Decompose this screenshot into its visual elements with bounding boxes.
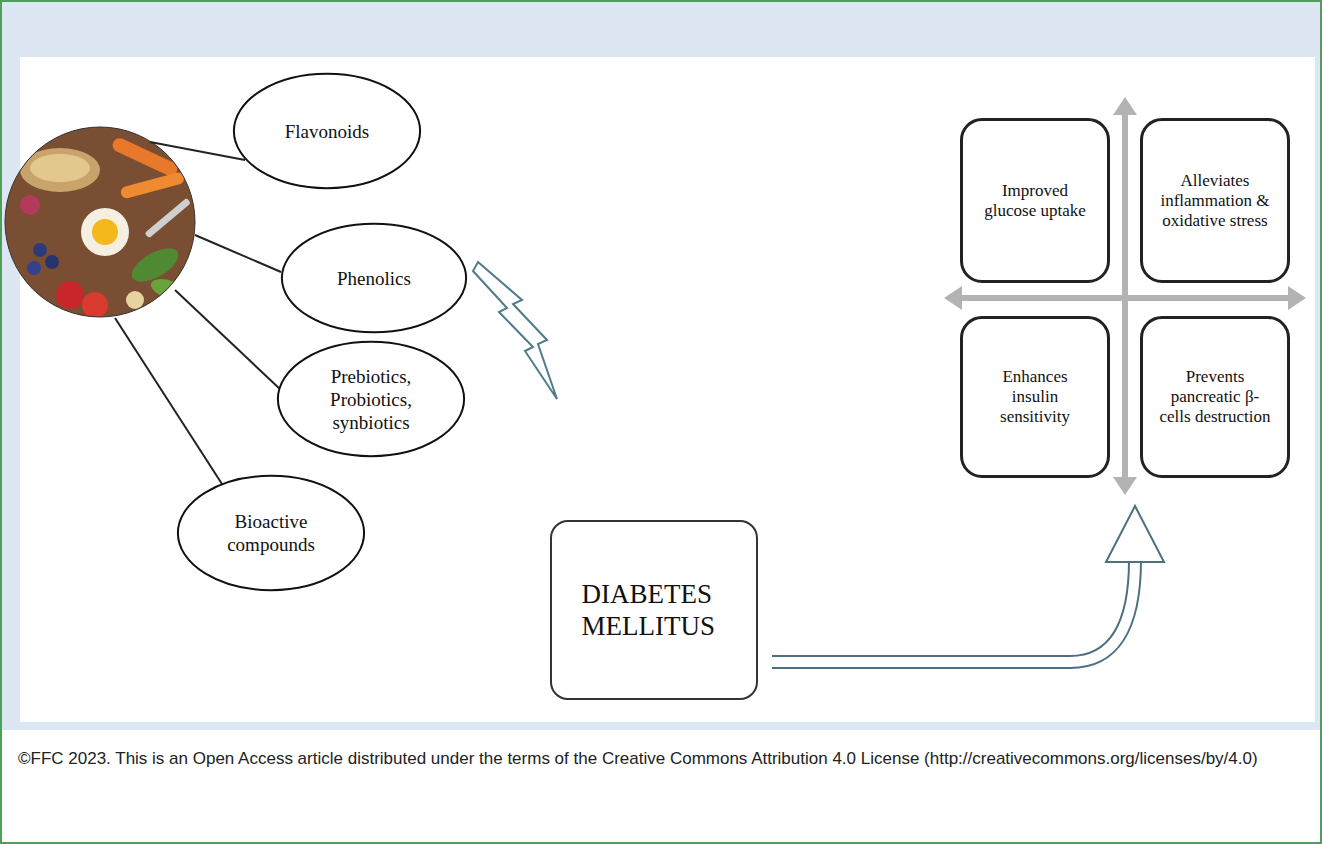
curved-arrow-body-inner <box>772 560 1135 662</box>
category-ellipse: Flavonoids <box>232 72 422 190</box>
tomato <box>56 281 84 309</box>
figure-area <box>20 57 1315 722</box>
curved-arrow-body <box>772 560 1135 662</box>
category-label: Flavonoids <box>285 120 369 143</box>
nut <box>126 291 144 309</box>
ellipse-shape <box>278 342 464 456</box>
beet <box>20 195 40 215</box>
ellipse-shape <box>282 224 466 333</box>
food-photo <box>0 120 200 330</box>
lightning-arrow-shape <box>473 262 557 399</box>
curved-arrow <box>772 506 1164 662</box>
ellipse-shape <box>234 74 420 188</box>
blueberry <box>27 261 41 275</box>
effect-box: Improved glucose uptake <box>960 118 1110 283</box>
axis-arrowhead <box>1113 477 1137 495</box>
quadrant-axes <box>944 97 1306 495</box>
effect-label: Alleviates inflammation & oxidative stre… <box>1159 171 1271 231</box>
leader-lines <box>115 142 281 484</box>
panel-background <box>0 0 1322 730</box>
photo-outline <box>5 127 195 317</box>
axis-arrowhead <box>1113 97 1137 115</box>
axis-arrowhead <box>1288 286 1306 310</box>
effect-box: Alleviates inflammation & oxidative stre… <box>1140 118 1290 283</box>
ellipse-outline <box>176 474 366 592</box>
grains <box>30 154 90 182</box>
curved-arrow-head <box>1106 506 1164 562</box>
effect-label: Enhances insulin sensitivity <box>979 367 1091 427</box>
effect-box: Prevents pancreatic β-cells destruction <box>1140 316 1290 478</box>
effect-box: Enhances insulin sensitivity <box>960 316 1110 478</box>
blueberry <box>33 243 47 257</box>
grain-bowl <box>20 148 100 192</box>
license-caption: ©FFC 2023. This is an Open Access articl… <box>18 742 1308 776</box>
leader-line <box>175 290 281 390</box>
category-ellipse: Phenolics <box>280 222 468 334</box>
blueberry <box>45 255 59 269</box>
leader-line <box>115 318 222 484</box>
category-label: Bioactive compounds <box>211 510 331 556</box>
egg-white <box>81 208 129 256</box>
category-label: Prebiotics, Probiotics, synbiotics <box>311 365 431 434</box>
photo-ground <box>0 120 200 330</box>
effect-label: Improved glucose uptake <box>979 181 1091 221</box>
axis-line <box>1122 112 1128 480</box>
ellipse-shape <box>178 476 364 590</box>
spoon <box>144 198 191 239</box>
leader-line <box>150 142 245 160</box>
category-ellipse: Bioactive compounds <box>176 474 366 592</box>
disease-box: DIABETES MELLITUS <box>550 520 758 700</box>
axis-arrowhead <box>944 286 962 310</box>
egg-yolk <box>92 219 118 245</box>
effect-label: Prevents pancreatic β-cells destruction <box>1159 367 1271 427</box>
leader-line <box>195 235 281 272</box>
carrot <box>119 171 185 199</box>
category-label: Phenolics <box>337 267 411 290</box>
tomato <box>82 292 108 318</box>
disease-title: DIABETES MELLITUS <box>582 578 732 642</box>
lightning-arrow <box>473 262 557 399</box>
category-ellipse: Prebiotics, Probiotics, synbiotics <box>276 340 466 458</box>
